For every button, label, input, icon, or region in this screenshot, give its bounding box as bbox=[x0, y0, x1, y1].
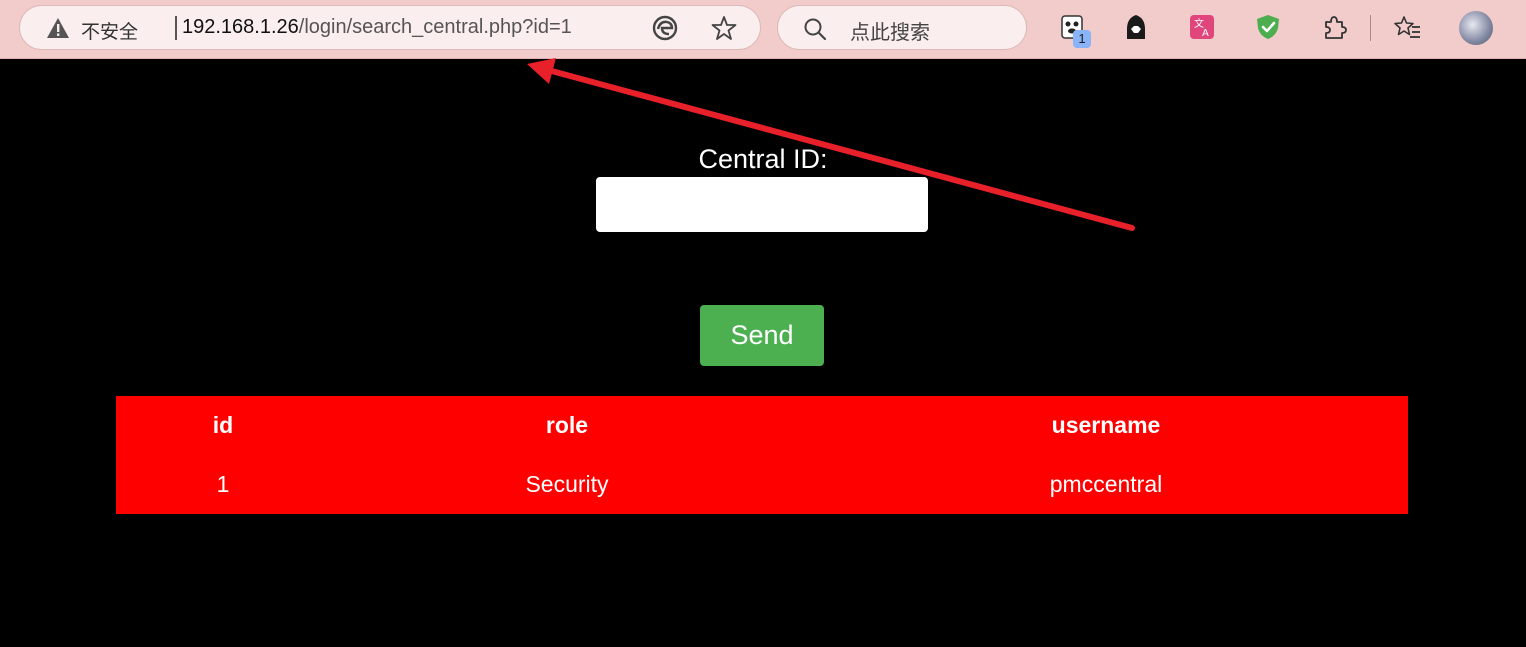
svg-text:A: A bbox=[1202, 28, 1209, 39]
puzzle-icon[interactable] bbox=[1320, 13, 1348, 41]
central-id-label: Central ID: bbox=[698, 144, 828, 174]
extension-badge: 1 bbox=[1073, 30, 1091, 48]
security-status-label[interactable]: 不安全 bbox=[81, 21, 139, 43]
favorites-icon[interactable] bbox=[1394, 13, 1422, 41]
cell-id: 1 bbox=[216, 471, 230, 497]
address-divider bbox=[175, 16, 177, 40]
profile-avatar[interactable] bbox=[1459, 11, 1493, 45]
column-header-username: username bbox=[1051, 412, 1161, 438]
url-host: 192.168.1.26 bbox=[182, 16, 299, 38]
search-placeholder: 点此搜索 bbox=[850, 20, 930, 44]
results-table: id role username 1 Security pmccentral bbox=[116, 396, 1408, 514]
translate-extension-icon[interactable]: 文 A bbox=[1188, 13, 1216, 41]
table-row: 1 Security pmccentral bbox=[116, 455, 1408, 514]
page-content: Central ID: Send id role username 1 Secu… bbox=[0, 59, 1526, 647]
column-header-role: role bbox=[545, 412, 589, 438]
hacker-extension-icon[interactable] bbox=[1122, 13, 1150, 41]
warning-icon[interactable] bbox=[46, 17, 70, 39]
browser-toolbar: 不安全 192.168.1.26/login/search_central.ph… bbox=[0, 0, 1526, 59]
toolbar-divider bbox=[1370, 15, 1371, 41]
shield-extension-icon[interactable] bbox=[1254, 13, 1282, 41]
star-icon[interactable] bbox=[710, 14, 738, 42]
table-header-row: id role username bbox=[116, 396, 1408, 455]
svg-text:文: 文 bbox=[1194, 17, 1204, 30]
browser-search-box[interactable]: 点此搜索 bbox=[777, 5, 1027, 50]
central-id-input[interactable] bbox=[596, 177, 928, 232]
send-button[interactable]: Send bbox=[700, 305, 824, 366]
url-text[interactable]: 192.168.1.26/login/search_central.php?id… bbox=[182, 16, 572, 39]
cell-username: pmccentral bbox=[1049, 471, 1163, 497]
column-header-id: id bbox=[212, 412, 234, 438]
address-bar[interactable]: 不安全 192.168.1.26/login/search_central.ph… bbox=[19, 5, 761, 50]
url-path: /login/search_central.php?id=1 bbox=[298, 16, 572, 38]
cell-role: Security bbox=[525, 471, 609, 497]
edge-icon[interactable] bbox=[652, 15, 678, 41]
search-icon bbox=[804, 18, 827, 41]
